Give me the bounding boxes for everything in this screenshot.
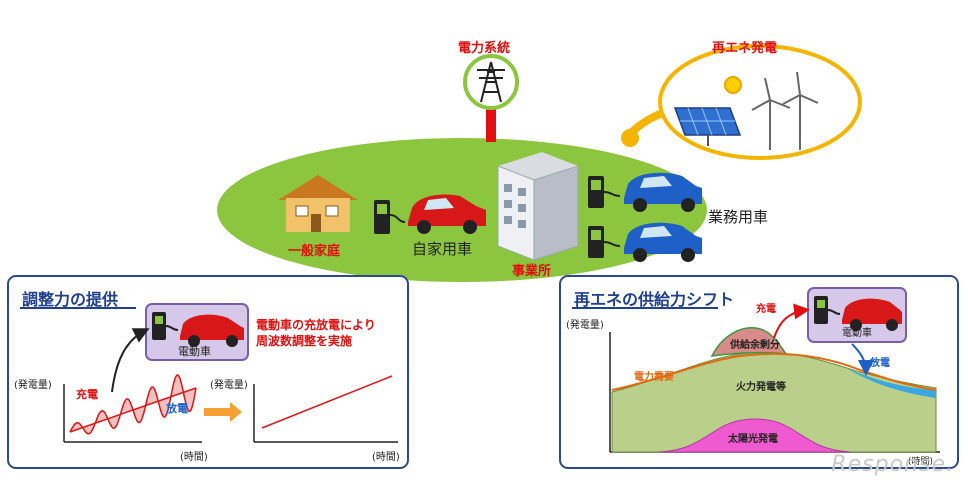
fleet-car-icon-1 [624,172,702,212]
shifted-area [846,368,936,398]
demand-line [611,352,937,391]
fleet-charger-icon-1 [588,176,621,208]
solar-area [659,418,851,453]
solar-label: 太陽光発電 [728,434,778,445]
solar-panel-icon [673,107,742,146]
fleet-label: 業務用車 [708,208,769,226]
watermark-logo: Response. [831,452,954,477]
right-chart-x-label: (時間) [908,457,934,467]
left-chart-2-y-label: (発電量) [210,380,248,391]
right-ev-car-icon [842,298,902,331]
left-ev-charger-icon [152,312,179,340]
left-ev-label: 電動車 [178,345,211,358]
left-chart-1-trend-line [69,387,197,433]
grid-connector [486,106,496,142]
renewable-label: 再エネ発電 [712,41,778,56]
office-label: 事業所 [512,264,552,279]
surplus-label: 供給余剰分 [730,340,780,351]
left-chart-2-x-label: (時間) [372,452,400,463]
left-chart-1-x-label: (時間) [180,452,208,463]
power-tower-icon [477,61,505,103]
left-chart-1-oscillation-fill [70,375,196,434]
discharge-arrow [851,343,874,376]
right-ev-charger-icon [814,296,841,324]
renewable-connector-dot [621,129,639,147]
surplus-area [710,327,788,357]
private-car-label: 自家用車 [412,240,473,258]
home-label: 一般家庭 [288,244,341,259]
left-chart-2-smoothed-line [261,375,393,429]
left-chart-1-y-label: (発電量) [14,380,52,391]
grid-label: 電力系統 [458,41,511,56]
house-icon [278,175,358,232]
fleet-car-icon-2 [624,222,702,262]
office-building-icon [497,152,579,261]
left-charge-label: 充電 [76,388,98,401]
right-charge-label: 充電 [756,304,776,315]
renewable-bubble [658,44,862,160]
right-discharge-label: 放電 [870,358,890,369]
demand-label: 電力需要 [634,372,674,383]
left-ev-car-icon [180,314,244,347]
left-panel-title: 調整力の提供 [22,290,119,309]
left-description-line-1: 電動車の充放電により [256,318,376,332]
charge-arrow [773,303,810,339]
fleet-charger-icon-2 [588,226,621,258]
charger-icon [374,200,406,234]
right-ev-label: 電動車 [842,328,872,339]
right-panel-title: 再エネの供給力シフト [574,290,735,309]
wind-turbine-icon [751,71,819,150]
sun-icon [724,76,742,94]
right-chart-y-label: (発電量) [566,320,604,331]
left-description-line-2: 周波数調整を実施 [256,334,353,348]
thermal-label: 火力発電等 [736,382,786,393]
left-curved-arrow [111,328,150,393]
private-car-icon [408,194,486,234]
transform-arrow [204,402,242,422]
left-discharge-label: 放電 [166,402,188,415]
